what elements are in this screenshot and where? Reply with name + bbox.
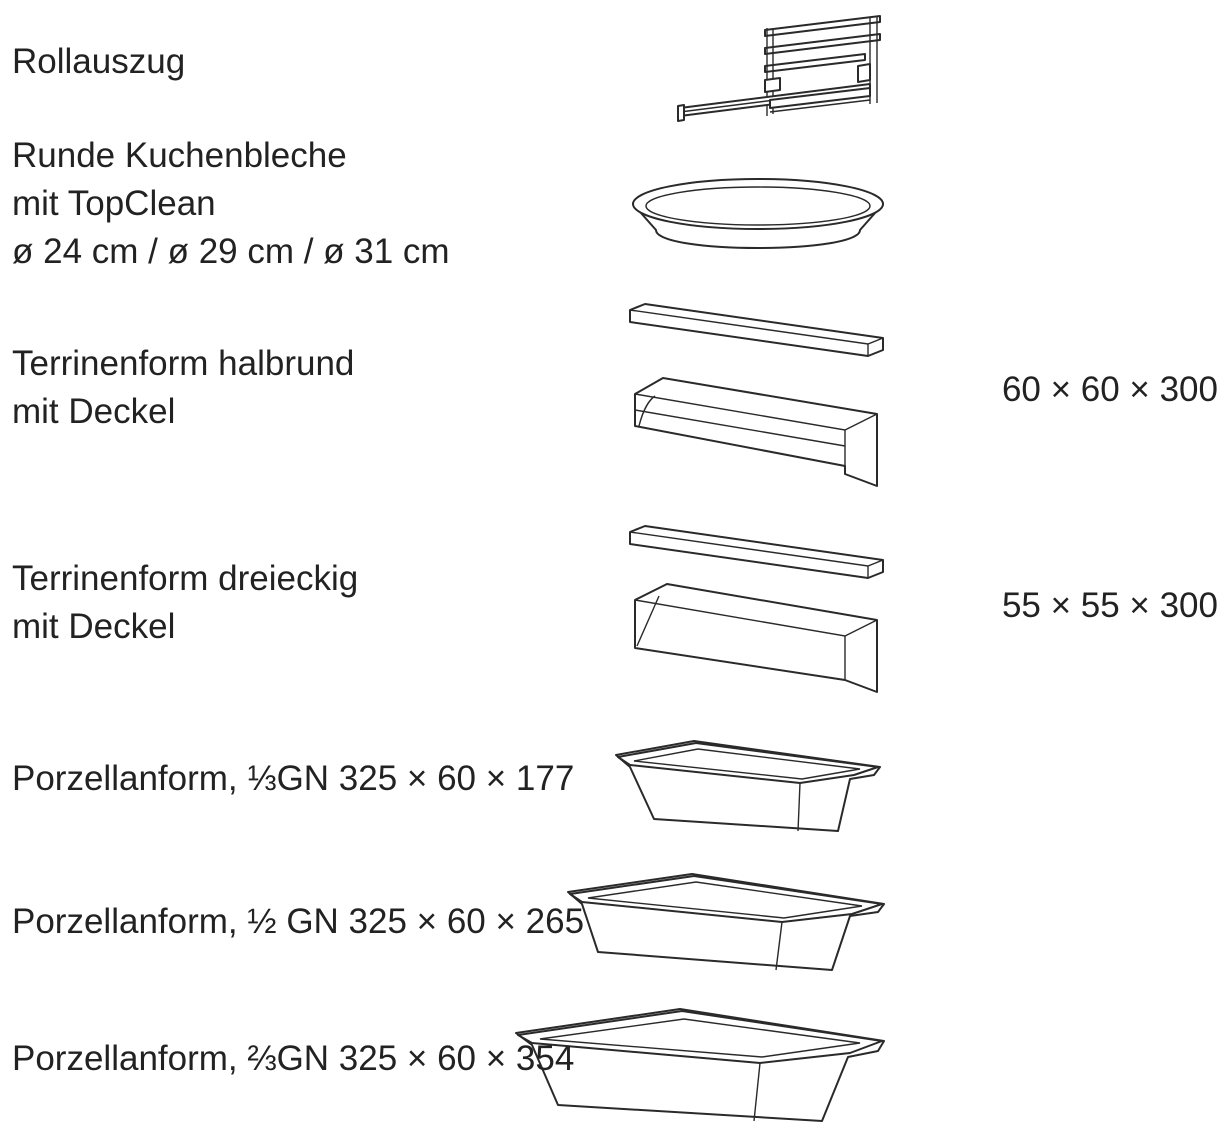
item-fraction: ½ [247, 902, 277, 941]
item-line: mit Deckel [12, 607, 176, 646]
porcelain-dish-third-icon [610, 735, 890, 840]
item-line: Terrinenform dreieckig [12, 559, 359, 598]
item-rollauszug-label: Rollauszug [12, 38, 185, 86]
item-porzellanform-third-label: Porzellanform, ⅓GN 325 × 60 × 177 [12, 755, 574, 803]
item-line: Terrinenform halbrund [12, 344, 355, 383]
item-line: Rollauszug [12, 42, 186, 81]
item-fraction: ⅓ [247, 759, 277, 798]
item-terrinenform-halbrund-label: Terrinenform halbrund mit Deckel [12, 340, 354, 436]
round-baking-tray-icon [628, 172, 888, 254]
item-spec: GN 325 × 60 × 265 [286, 902, 585, 941]
item-terrinenform-halbrund-dims: 60 × 60 × 300 [1001, 370, 1218, 409]
item-line: ø 24 cm / ø 29 cm / ø 31 cm [12, 232, 450, 271]
item-terrinenform-dreieckig-label: Terrinenform dreieckig mit Deckel [12, 555, 358, 651]
triangular-terrine-icon [625, 520, 890, 700]
item-porzellanform-half-label: Porzellanform, ½ GN 325 × 60 × 265 [12, 898, 584, 946]
item-spec: GN 325 × 60 × 354 [276, 1039, 575, 1078]
porcelain-dish-half-icon [562, 870, 892, 975]
item-line: Runde Kuchenbleche [12, 136, 347, 175]
item-prefix: Porzellanform, [12, 1039, 238, 1078]
item-runde-kuchenbleche-label: Runde Kuchenbleche mit TopClean ø 24 cm … [12, 132, 450, 276]
item-line: mit TopClean [12, 184, 216, 223]
item-spec: GN 325 × 60 × 177 [276, 759, 575, 798]
item-prefix: Porzellanform, [12, 759, 238, 798]
item-porzellanform-two-thirds-label: Porzellanform, ⅔GN 325 × 60 × 354 [12, 1035, 574, 1083]
porcelain-dish-two-thirds-icon [510, 1005, 892, 1125]
item-prefix: Porzellanform, [12, 902, 238, 941]
item-fraction: ⅔ [247, 1039, 277, 1078]
half-round-terrine-icon [625, 298, 890, 494]
item-terrinenform-dreieckig-dims: 55 × 55 × 300 [1001, 586, 1218, 625]
item-line: mit Deckel [12, 392, 176, 431]
telescopic-rail-icon [670, 8, 890, 123]
